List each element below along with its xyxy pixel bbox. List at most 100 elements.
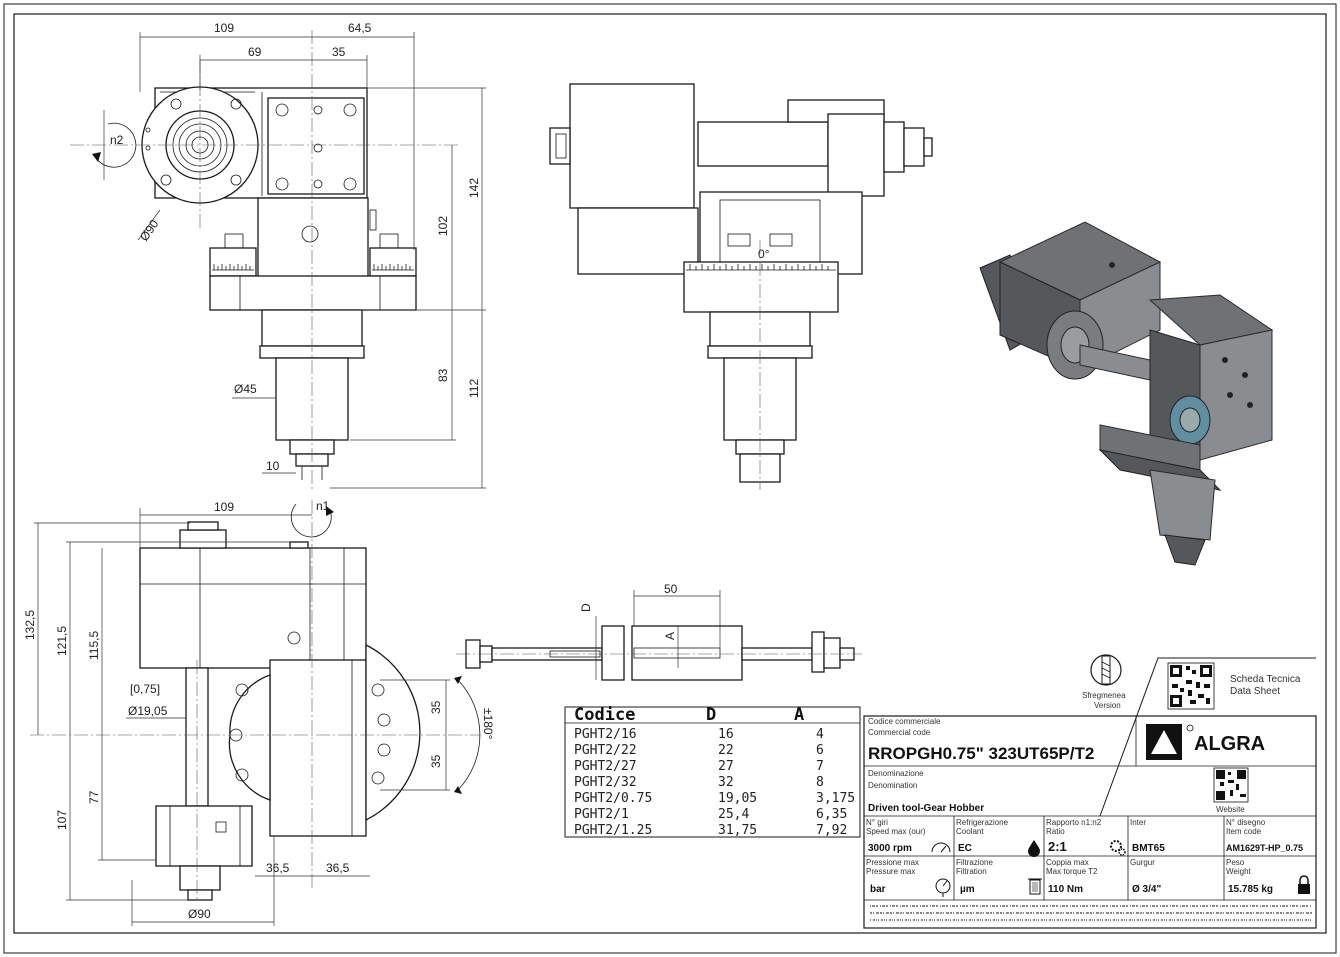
table-cell: 27 <box>718 759 734 774</box>
dim-tol-0-75: [0,75] <box>130 682 160 696</box>
codes-table: Codice D A PGHT2/16 16 4 PGHT2/22 22 6 P… <box>564 705 861 838</box>
dim-109-front: 109 <box>214 500 234 514</box>
table-row: PGHT2/0.75 19,05 3,175 <box>574 791 855 806</box>
table-cell: PGHT2/32 <box>574 775 637 790</box>
table-cell: PGHT2/1.25 <box>574 823 652 838</box>
table-cell: 3,175 <box>816 791 855 806</box>
rotation-arrow-icon <box>290 503 334 538</box>
interface-value: BMT65 <box>1132 843 1165 854</box>
dim-35-top: 35 <box>332 45 346 59</box>
field-label: Rapporto n1:n2 <box>1046 818 1102 827</box>
dim-D: D <box>579 603 593 612</box>
field-label: N° giri <box>866 818 888 827</box>
table-header-code: Codice <box>574 705 635 725</box>
inner-frame <box>13 13 1327 934</box>
table-cell: 19,05 <box>718 791 757 806</box>
table-cell: 16 <box>718 727 734 742</box>
table-row: PGHT2/32 32 8 <box>574 775 824 790</box>
table-header-a: A <box>794 705 804 725</box>
title-block: Sfregmenea Version Scheda Tecnica Data S… <box>863 654 1317 929</box>
table-cell: 32 <box>718 775 734 790</box>
field-label: Pressione max <box>866 858 919 867</box>
dim-50: 50 <box>664 582 678 596</box>
water-drop-icon <box>1028 840 1040 857</box>
dim-69: 69 <box>248 45 262 59</box>
table-cell: PGHT2/0.75 <box>574 791 652 806</box>
field-label: Inter <box>1130 818 1146 827</box>
dim-A: A <box>663 632 677 640</box>
outer-frame <box>3 3 1337 954</box>
brand-name: ALGRA <box>1194 733 1265 755</box>
diameter-value: Ø 3/4" <box>1132 884 1161 895</box>
table-cell: PGHT2/16 <box>574 727 637 742</box>
denomination-label-it: Denominazione <box>868 769 924 778</box>
unscrew-label-it: Sfregmenea <box>1082 691 1126 700</box>
arbor-view: 50 D A <box>456 582 862 681</box>
table-row: PGHT2/1.25 31,75 7,92 <box>574 823 847 838</box>
qr-code-icon <box>1167 662 1215 710</box>
website-label: Website <box>1216 805 1245 814</box>
filtration-value: µm <box>960 884 975 895</box>
dim-64-5: 64,5 <box>348 21 372 35</box>
dim-109-top: 109 <box>214 21 234 35</box>
field-label: Coppia max <box>1046 858 1089 867</box>
field-label: Item code <box>1226 827 1262 836</box>
front-view: 109 132,5 121,5 115,5 107 77 [0,75] Ø19,… <box>23 499 495 926</box>
dim-107: 107 <box>55 810 69 830</box>
max-torque-value: 110 Nm <box>1048 884 1083 895</box>
table-cell: 7 <box>816 759 824 774</box>
iso-view <box>979 221 1274 566</box>
field-label: Refrigerazione <box>956 818 1009 827</box>
dim-d19-05: Ø19,05 <box>128 704 168 718</box>
field-label: Filtration <box>956 867 987 876</box>
dim-10: 10 <box>266 459 280 473</box>
dim-115-5: 115,5 <box>87 631 101 660</box>
field-label: Max torque T2 <box>1046 867 1098 876</box>
field-label: Weight <box>1226 867 1252 876</box>
field-label: Speed max (our) <box>866 827 926 836</box>
lock-icon <box>1298 875 1310 894</box>
field-label: Coolant <box>956 827 984 836</box>
label-n1: n1 <box>316 499 330 513</box>
commercial-code-label-en: Commercial code <box>868 728 931 737</box>
table-cell: 22 <box>718 743 734 758</box>
table-cell: 6,35 <box>816 807 847 822</box>
table-cell: 8 <box>816 775 824 790</box>
unscrew-icon <box>1090 654 1122 686</box>
dim-35-upper: 35 <box>429 700 443 714</box>
algra-logo-icon <box>1146 724 1194 760</box>
commercial-code-label-it: Codice commerciale <box>868 717 941 726</box>
field-label: N° disegno <box>1226 818 1266 827</box>
top-view: 109 64,5 69 35 142 102 83 112 Ø45 10 Ø90… <box>70 21 486 490</box>
speed-max-value: 3000 rpm <box>868 843 912 854</box>
gauge-icon <box>935 878 951 897</box>
unscrew-label-en: Version <box>1094 701 1121 710</box>
table-cell: 7,92 <box>816 823 847 838</box>
dim-112: 112 <box>467 379 481 398</box>
ratio-value: 2:1 <box>1048 839 1067 854</box>
dim-77: 77 <box>87 790 101 804</box>
table-row: PGHT2/1 25,4 6,35 <box>574 807 847 822</box>
dim-142: 142 <box>467 178 481 198</box>
bin-icon <box>1028 878 1042 895</box>
table-row: PGHT2/27 27 7 <box>574 759 824 774</box>
dim-rot-180: ±180° <box>481 708 495 740</box>
table-header-d: D <box>706 705 716 725</box>
fine-print-strip <box>870 905 1312 921</box>
sheet-title-it: Scheda Tecnica <box>1230 674 1301 685</box>
field-label: Pressure max <box>866 867 915 876</box>
dim-36-5-right: 36,5 <box>326 861 350 875</box>
qr-code-icon <box>1213 767 1249 803</box>
dim-102: 102 <box>436 216 450 236</box>
dim-35-lower: 35 <box>429 754 443 768</box>
dim-d90-top: Ø90 <box>137 217 162 244</box>
table-cell: 31,75 <box>718 823 757 838</box>
dim-d90-front: Ø90 <box>188 907 211 921</box>
table-cell: PGHT2/22 <box>574 743 637 758</box>
sheet-title-en: Data Sheet <box>1230 686 1280 697</box>
field-label: Gurgur <box>1130 858 1155 867</box>
dim-36-5-left: 36,5 <box>266 861 290 875</box>
dim-83: 83 <box>436 368 450 382</box>
field-label: Peso <box>1226 858 1245 867</box>
dim-132-5: 132,5 <box>23 610 37 640</box>
